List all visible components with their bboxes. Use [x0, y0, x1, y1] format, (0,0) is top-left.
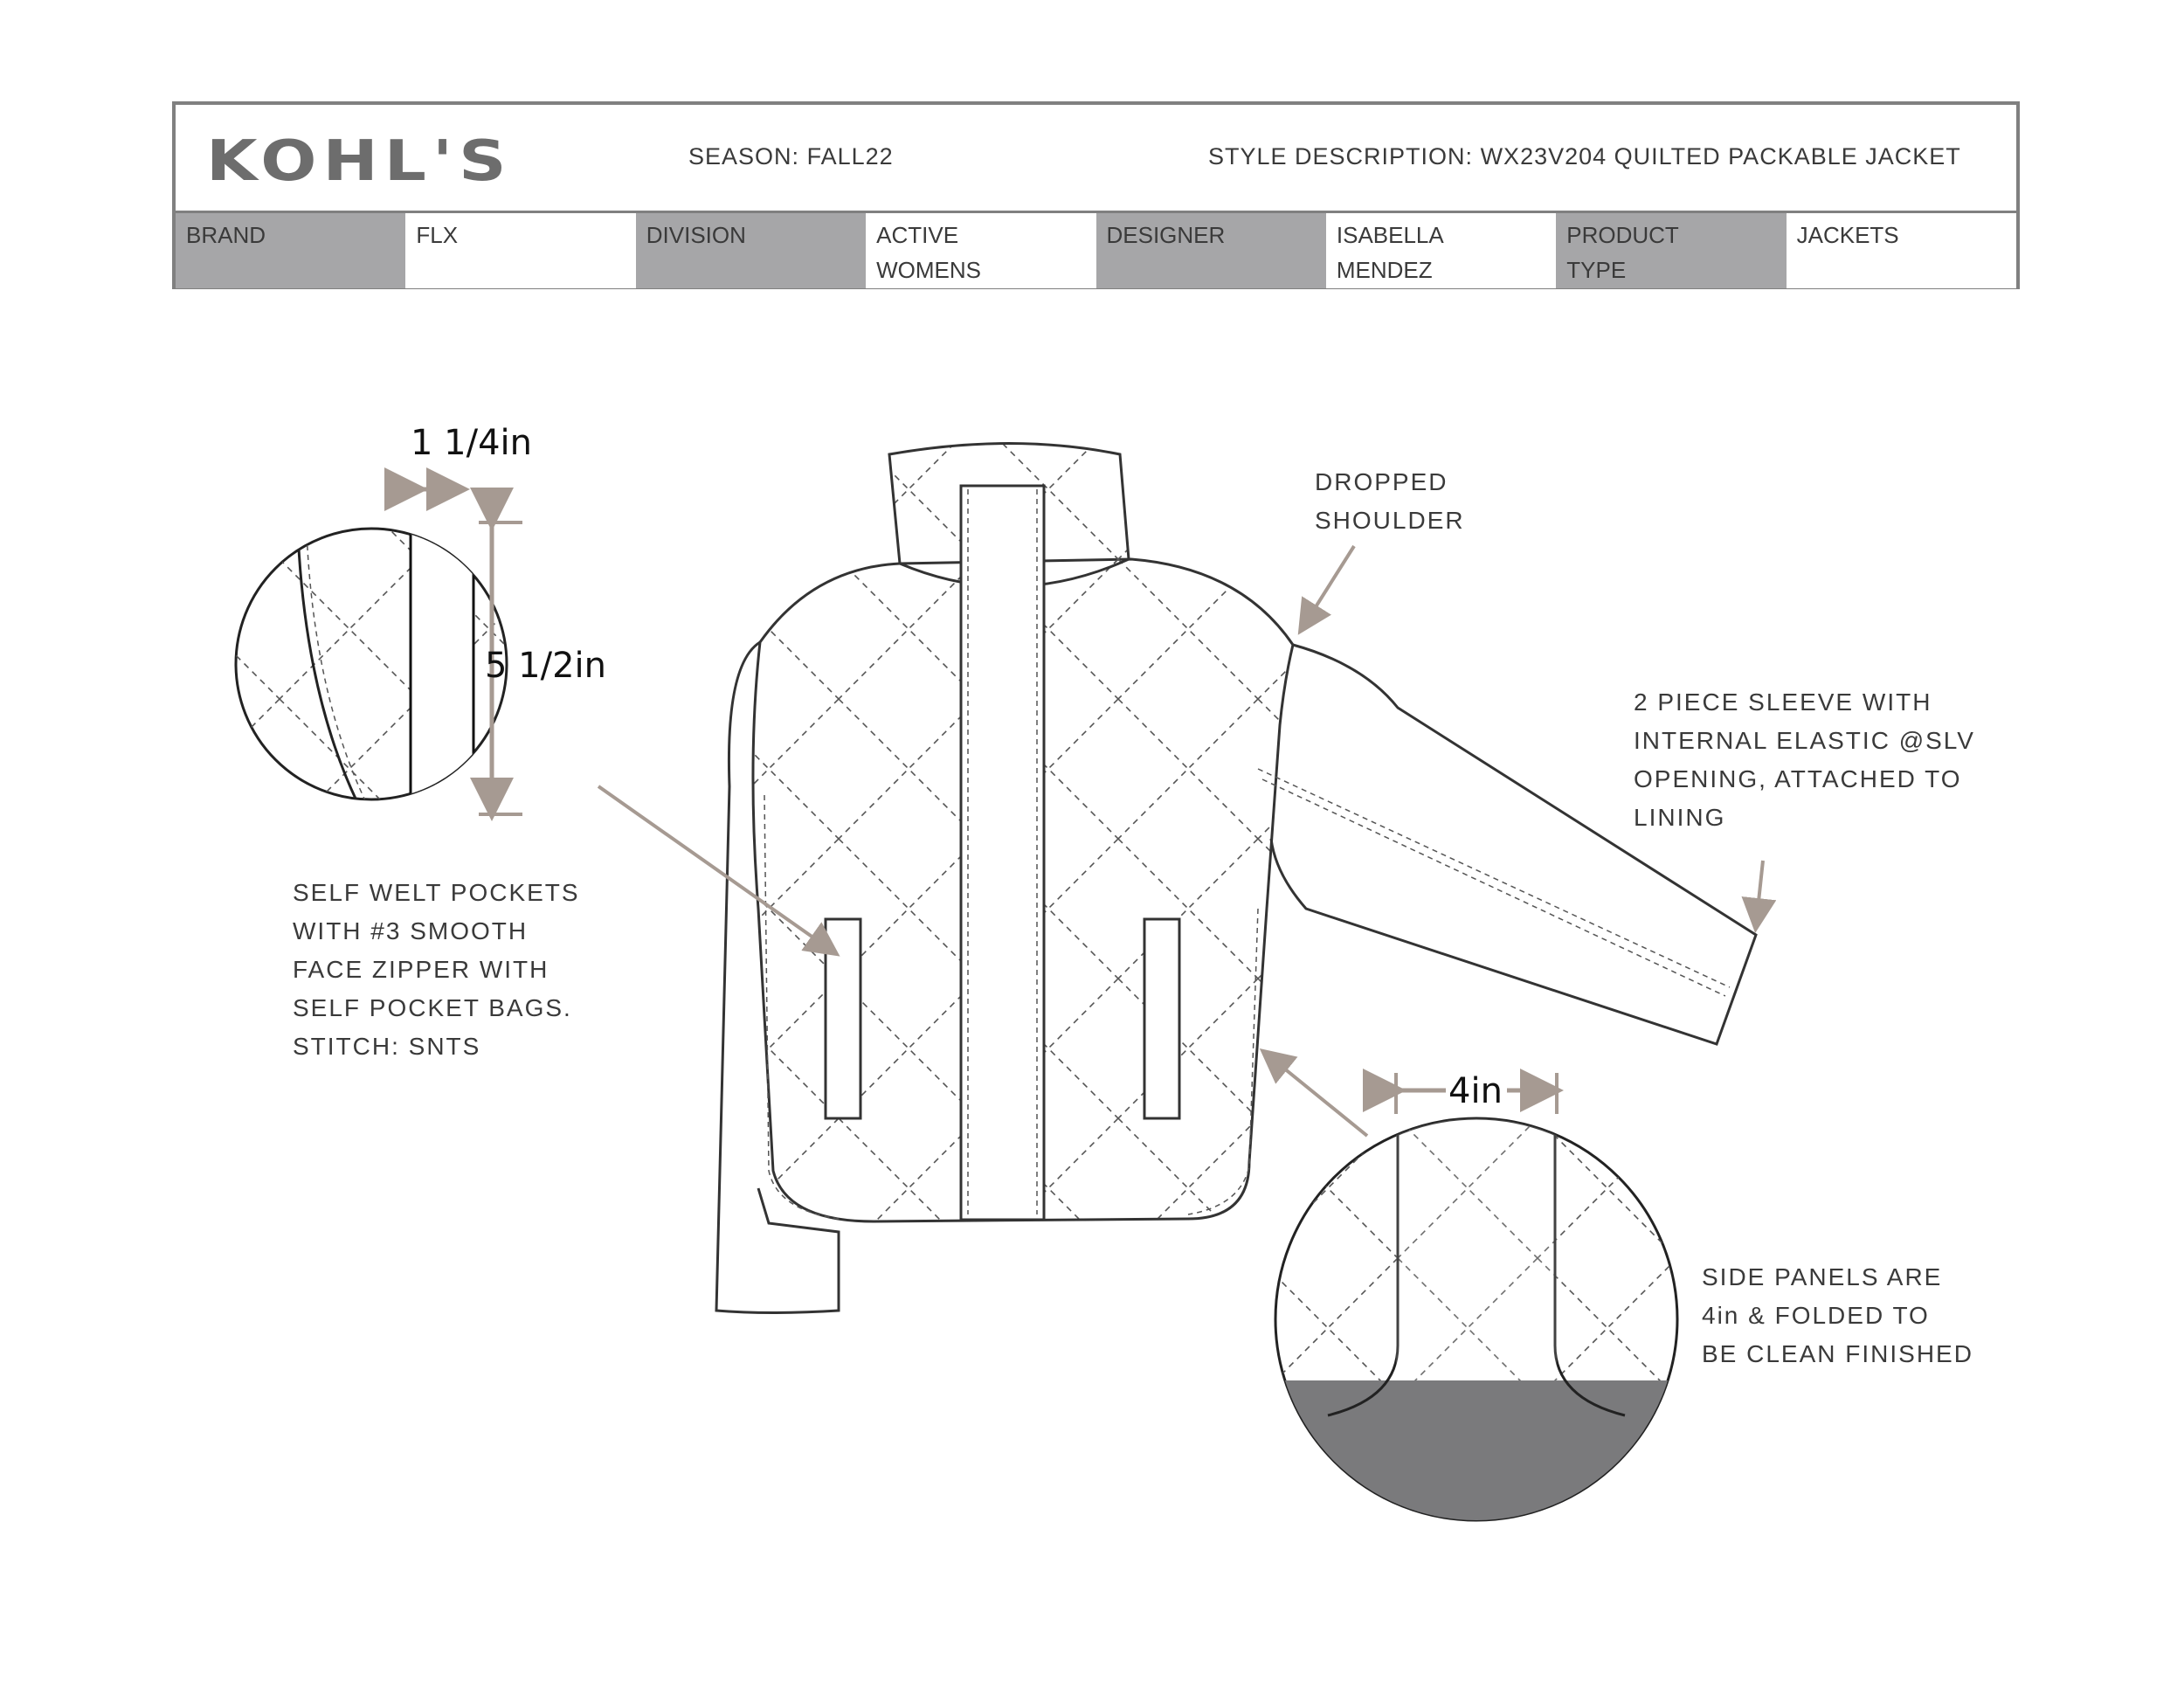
product-type-value: JACKETS [1786, 213, 2016, 288]
side-panel-detail-callout: 4in [1274, 1066, 1679, 1522]
shoulder-leader-arrow [1297, 544, 1356, 635]
division-label: DIVISION [635, 213, 867, 288]
brand-label: BRAND [176, 213, 406, 288]
shoulder-note: DROPPED SHOULDER [1315, 468, 1465, 534]
sleeve-note: 2 PIECE SLEEVE WITH INTERNAL ELASTIC @SL… [1634, 688, 1975, 831]
left-sleeve [715, 640, 840, 1314]
product-type-label: PRODUCT TYPE [1556, 213, 1787, 288]
brand-value: FLX [405, 213, 636, 288]
center-placket [959, 484, 1046, 1221]
jacket-body [715, 442, 1758, 1314]
season: SEASON: FALL22 [688, 143, 894, 170]
right-welt-pocket [1143, 917, 1181, 1120]
right-sleeve [1269, 643, 1758, 1046]
style-description: STYLE DESCRIPTION: WX23V204 QUILTED PACK… [1208, 143, 1961, 170]
season-label: SEASON: [688, 143, 800, 169]
pocket-length-dimension: 5 1/2in [485, 646, 606, 686]
sleeve-leader-arrow [1741, 860, 1777, 933]
style-description-label: STYLE DESCRIPTION: [1208, 143, 1474, 169]
side-panel-fill [1275, 1380, 1677, 1520]
side-panel-width-dimension: 4in [1448, 1071, 1503, 1111]
designer-value: ISABELLA MENDEZ [1325, 213, 1557, 288]
side-panel-note: SIDE PANELS ARE 4in & FOLDED TO BE CLEAN… [1702, 1263, 1973, 1367]
spec-header: KOHL'S SEASON: FALL22 STYLE DESCRIPTION:… [172, 101, 2020, 289]
division-value: ACTIVE WOMENS [866, 213, 1096, 288]
pocket-width-dimension: 1 1/4in [411, 423, 532, 463]
designer-label: DESIGNER [1095, 213, 1326, 288]
season-value: FALL22 [806, 143, 894, 169]
side-panel-leader-arrow [1259, 1048, 1369, 1138]
pocket-note: SELF WELT POCKETS WITH #3 SMOOTH FACE ZI… [293, 879, 580, 1060]
kohls-logo: KOHL'S [206, 129, 513, 194]
pocket-detail-callout: 1 1/4in 5 1/2in [234, 423, 606, 821]
style-description-value: WX23V204 QUILTED PACKABLE JACKET [1480, 143, 1961, 169]
pocket-leader-arrow [597, 785, 840, 957]
header-fields-row: BRAND FLX DIVISION ACTIVE WOMENS DESIGNE… [176, 211, 2016, 288]
